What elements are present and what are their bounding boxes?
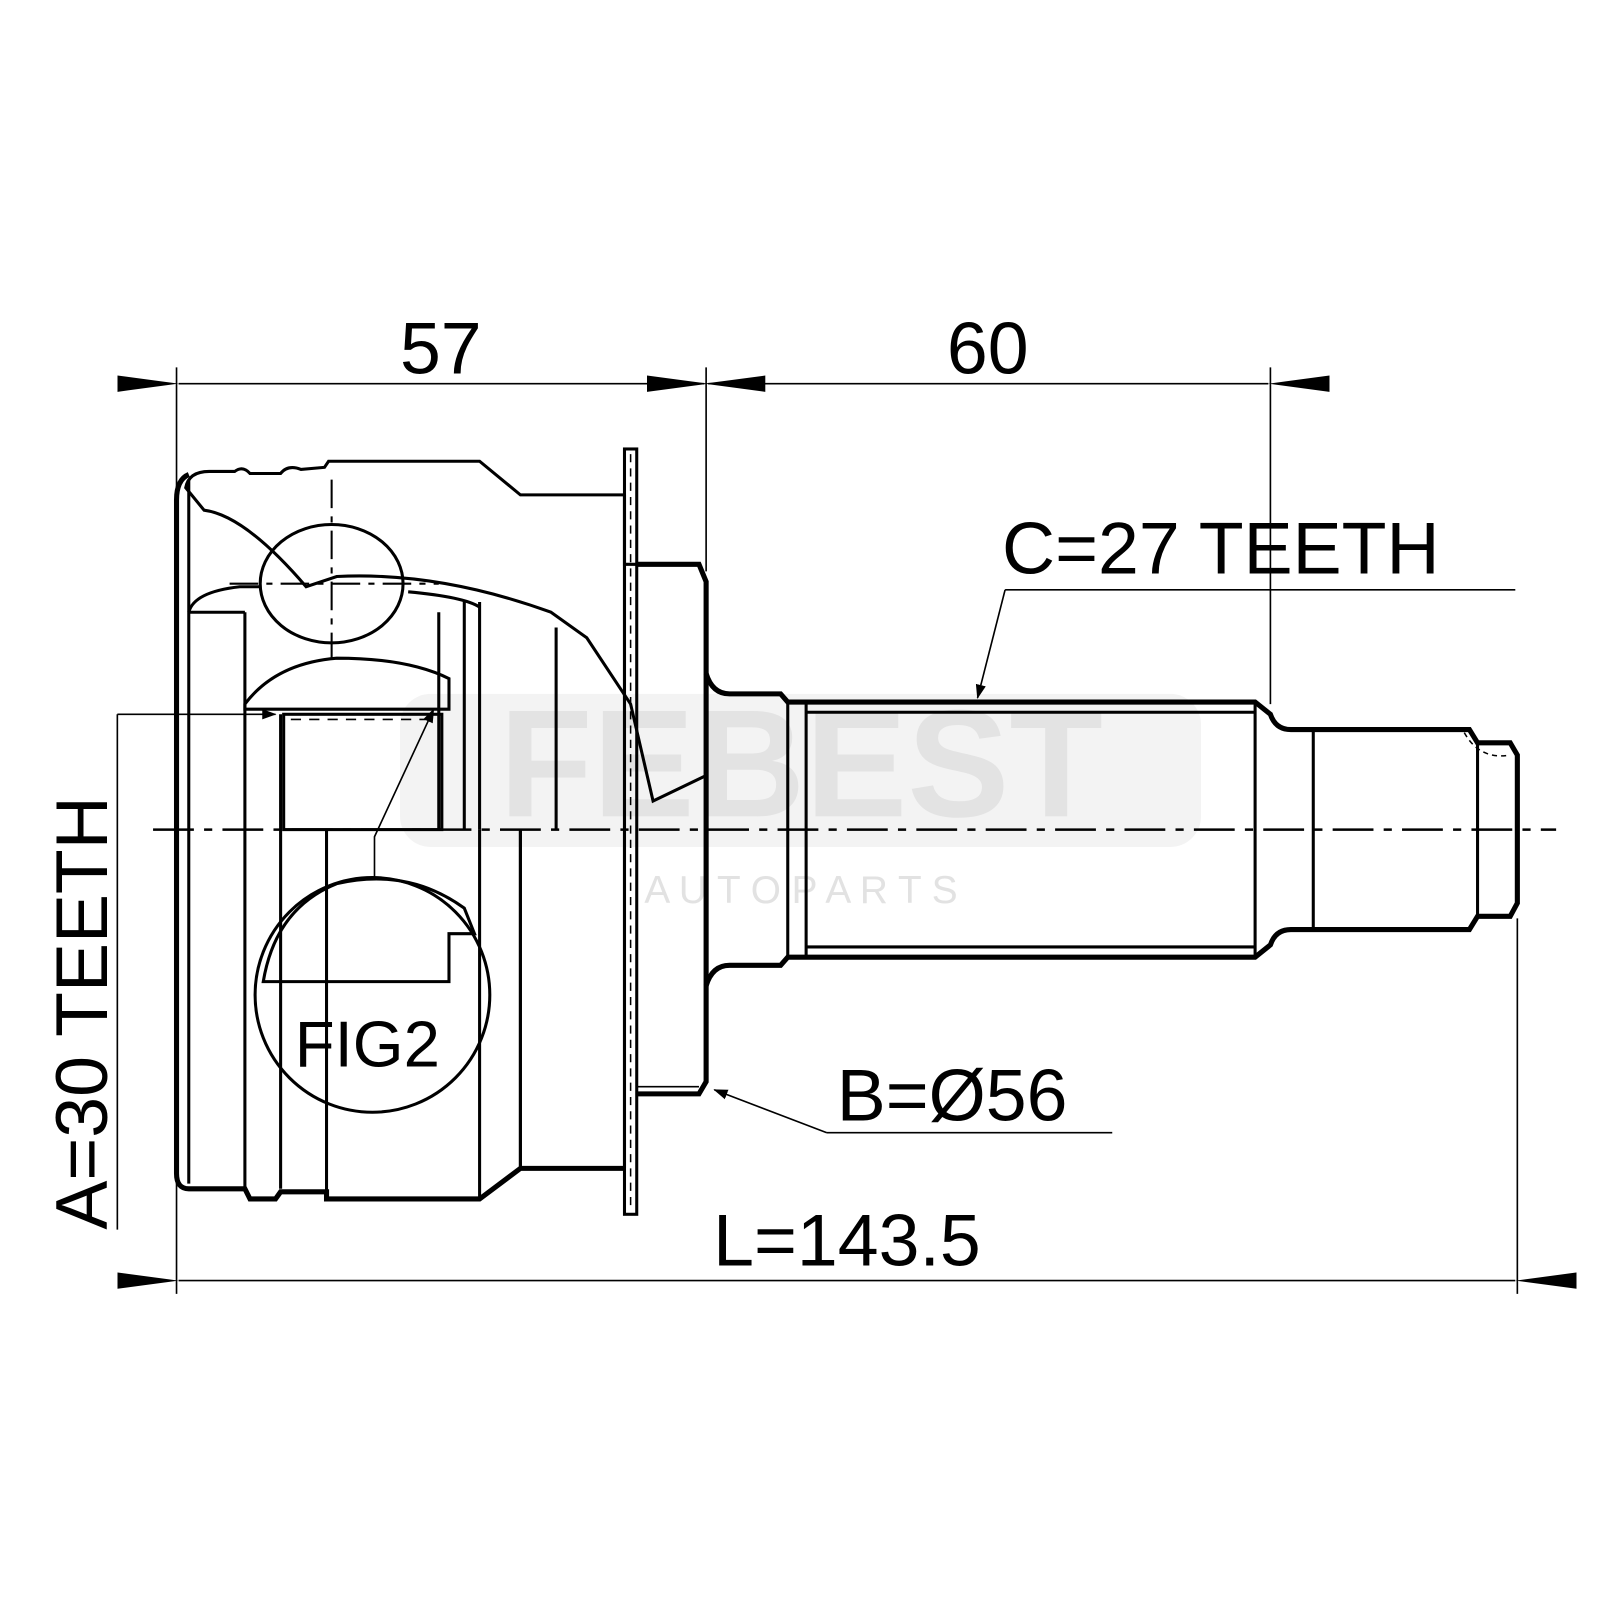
- abs-ring-label: B=Ø56: [837, 1053, 1068, 1136]
- abs-ring-plate: [622, 447, 639, 1216]
- inner-spline-callout: A=30 TEETH: [40, 709, 277, 1230]
- fig2-label: FIG2: [295, 1007, 440, 1080]
- abs-ring-callout: B=Ø56: [713, 1053, 1113, 1136]
- stub-shaft: [703, 672, 1520, 987]
- dimension-57: 57: [117, 306, 766, 392]
- outer-spline-callout: C=27 TEETH: [975, 506, 1516, 699]
- overall-length-label: L=143.5: [713, 1198, 981, 1281]
- watermark: FEBEST A U T O P A R T S: [400, 678, 1202, 912]
- dimension-60-label: 60: [947, 306, 1029, 389]
- inner-spline-label: A=30 TEETH: [40, 796, 123, 1229]
- ball: [229, 479, 439, 659]
- dimension-60: 60: [646, 306, 1330, 392]
- fig2-detail: FIG2: [253, 708, 492, 1114]
- dimension-57-label: 57: [400, 306, 482, 389]
- watermark-tagline: A U T O P A R T S: [644, 869, 957, 912]
- dimension-overall-length: L=143.5: [117, 1198, 1577, 1289]
- watermark-brand: FEBEST: [499, 678, 1103, 849]
- outer-spline-label: C=27 TEETH: [1002, 506, 1439, 589]
